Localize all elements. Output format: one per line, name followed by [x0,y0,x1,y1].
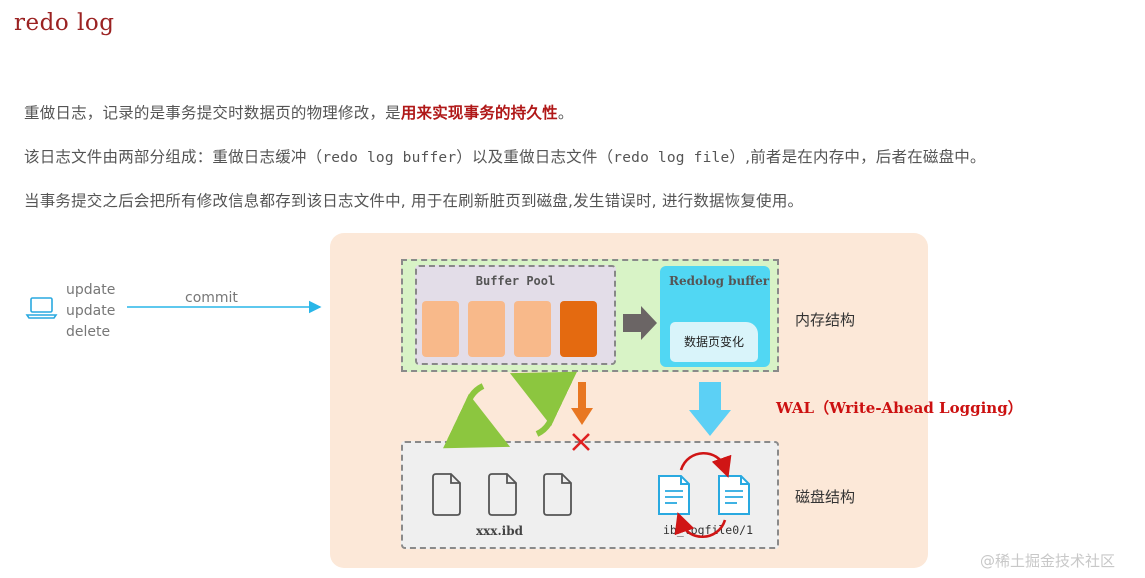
log-cycle-bottom-icon [674,512,727,538]
data-page [422,301,459,357]
file-icon [543,473,572,516]
wal-label: WAL（Write-Ahead Logging） [776,399,1023,417]
p2-part-a: 该日志文件由两部分组成：重做日志缓冲（ [24,148,323,166]
wal-arrow-icon [689,382,731,436]
buffer-pool-label: Buffer Pool [475,274,556,288]
paragraph-composition: 该日志文件由两部分组成：重做日志缓冲（redo log buffer）以及重做日… [24,145,986,167]
p2-part-c: ）,前者是在内存中，后者在磁盘中。 [729,148,986,166]
file-icon [432,473,461,516]
watermark: @稀土掘金技术社区 [980,552,1116,570]
cycle-arrow-right-icon [509,371,577,437]
memory-structure-label: 内存结构 [795,311,856,329]
operations-list: update update delete [66,280,115,343]
operation-item: update [66,303,116,319]
p2-code-buffer: redo log buffer [322,150,457,166]
paragraph-definition: 重做日志，记录的是事务提交时数据页的物理修改，是用来实现事务的持久性。 [24,101,574,123]
p1-end: 。 [557,104,574,122]
error-cross-icon [572,433,590,451]
page-title: redo log [14,10,115,36]
redolog-buffer-label: Redolog buffer [669,274,770,288]
operation-item: update [66,282,116,298]
cycle-arrow-left-icon [443,383,511,449]
page-change-card: 数据页变化 [670,322,758,362]
flush-arrow-icon [571,382,593,425]
log-cycle-top-icon [679,452,732,478]
p2-code-file: redo log file [613,150,730,166]
p1-text: 重做日志，记录的是事务提交时数据页的物理修改，是 [24,104,401,122]
p2-part-b: ）以及重做日志文件（ [456,148,614,166]
dirty-data-page [560,301,597,357]
laptop-icon [25,297,58,319]
disk-structure-label: 磁盘结构 [795,488,856,506]
transfer-arrow-icon [623,306,657,340]
ibd-file-label: xxx.ibd [476,524,523,538]
log-file-icon [658,475,690,515]
commit-label: commit [185,290,238,306]
operation-item: delete [66,324,111,340]
data-page [514,301,551,357]
file-icon [488,473,517,516]
log-file-icon [718,475,750,515]
data-page [468,301,505,357]
p1-highlight: 用来实现事务的持久性 [400,104,558,122]
paragraph-usage: 当事务提交之后会把所有修改信息都存到该日志文件中, 用于在刷新脏页到磁盘,发生错… [24,192,804,210]
